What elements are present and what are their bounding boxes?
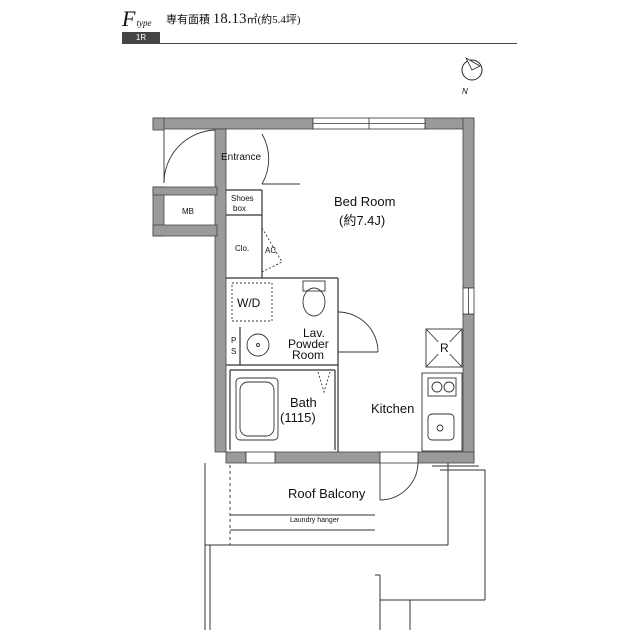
door-swings xyxy=(163,129,419,501)
label-bath: Bath xyxy=(290,395,317,410)
label-laundry-hanger: Laundry hanger xyxy=(290,517,340,524)
label-roof-balcony: Roof Balcony xyxy=(288,486,366,501)
label-bed-room: Bed Room xyxy=(334,194,395,209)
room-labels: Entrance MB Shoes box Clo. AC Bed Room (… xyxy=(182,152,449,524)
washer-space xyxy=(231,282,273,322)
label-bath-size: (1115) xyxy=(280,410,316,425)
label-bed-room-size: (約7.4J) xyxy=(339,213,385,228)
label-ac: AC xyxy=(265,246,276,255)
label-closet: Clo. xyxy=(235,244,249,253)
header-divider xyxy=(122,43,517,44)
windows xyxy=(245,117,475,464)
label-ps-2: S xyxy=(231,347,236,356)
label-lav-2: Powder xyxy=(288,337,329,351)
compass-label: N xyxy=(462,87,468,96)
area-value: 18.13 xyxy=(212,11,247,27)
toilet-icon xyxy=(302,280,326,317)
bathtub-icon xyxy=(235,377,279,441)
sink-icon xyxy=(246,333,270,357)
label-lav-1: Lav. xyxy=(303,326,325,340)
type-letter: F xyxy=(122,6,136,31)
label-mb: MB xyxy=(182,207,194,216)
kitchen-sink-icon xyxy=(427,413,455,441)
roof-balcony-outline xyxy=(204,463,486,630)
stove-icon xyxy=(427,377,457,397)
label-shoes-box-1: Shoes xyxy=(231,194,254,203)
floorplan-type: Ftype xyxy=(122,6,151,32)
label-entrance: Entrance xyxy=(221,152,261,163)
label-refrigerator: R xyxy=(440,341,449,355)
area-unit: ㎡(約5.4坪) xyxy=(246,14,301,26)
area-info: 専有面積 18.13㎡(約5.4坪) xyxy=(166,11,301,28)
refrigerator-icon xyxy=(425,328,463,368)
interior-walls xyxy=(226,189,339,452)
label-kitchen: Kitchen xyxy=(371,401,414,416)
fixtures xyxy=(229,280,463,545)
exterior-walls xyxy=(152,117,475,464)
label-lav-3: Room xyxy=(292,348,324,362)
type-sub: type xyxy=(136,18,152,28)
label-ps-1: P xyxy=(231,336,236,345)
compass-icon: N xyxy=(461,56,483,96)
area-label: 専有面積 xyxy=(166,14,210,26)
label-shoes-box-2: box xyxy=(233,204,246,213)
label-wd: W/D xyxy=(237,296,261,310)
layout-badge: 1R xyxy=(122,32,160,43)
kitchen-counter xyxy=(421,372,463,452)
